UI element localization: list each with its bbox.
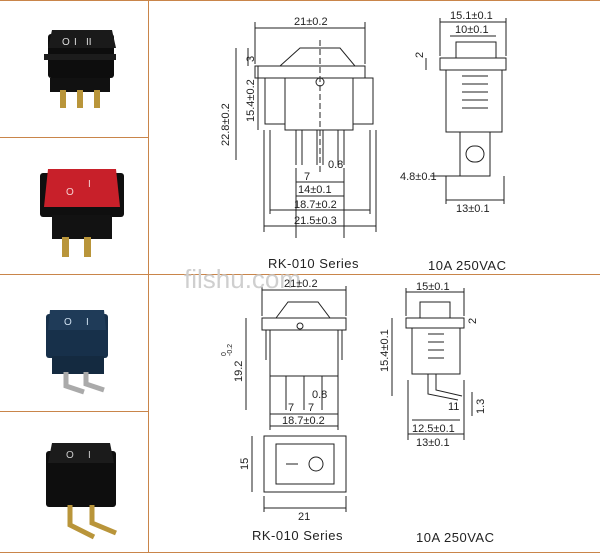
photo-navy-switch: O I [46,310,108,395]
dim-bottom-side-base: 13±0.1 [416,437,450,449]
series-label-top: RK-010 Series [268,256,359,271]
svg-text:I: I [86,317,89,328]
dim-top-side-top: 15.1±0.1 [450,10,493,22]
watermark-text: filshu.com [184,264,301,294]
dim-bottom-front-pitch-a: 7 [288,402,294,414]
dim-bottom-side-inner: 12.5±0.1 [412,423,455,435]
dim-bottom-side-body: 15.4±0.1 [379,329,391,372]
dim-bottom-side-pin-len: 11 [448,401,459,413]
dim-bottom-side-flange: 2 [467,318,479,324]
row-divider [0,411,148,412]
dim-top-front-base-inner: 18.7±0.2 [294,199,337,211]
technical-drawing: filshu.com 21±0.2 22.8±0.2 15.4±0.2 3 7 … [184,10,507,545]
series-label-bottom: RK-010 Series [252,528,343,543]
dim-top-front-width: 21±0.2 [294,16,328,28]
dim-top-side-flange: 2 [414,52,426,58]
dim-top-side-base: 13±0.1 [456,203,490,215]
row-divider [0,274,600,275]
photo-red-switch: O I [40,169,124,257]
dim-bottom-front-tol-top: 0 [221,352,228,356]
dim-bottom-front-tol-bottom: -0.2 [227,344,234,356]
svg-text:O: O [64,317,72,328]
dim-top-front-height-total: 22.8±0.2 [220,103,232,146]
dim-bottom-front-pitch-b: 7 [308,402,314,414]
dim-bottom-front-base: 18.7±0.2 [282,415,325,427]
dim-bottom-side-pin-thick: 1.3 [475,399,487,414]
column-divider [148,0,149,553]
rating-label-bottom: 10A 250VAC [416,530,494,545]
dim-top-front-pin-thick: 0.8 [328,159,343,171]
dim-top-front-height-body: 15.4±0.2 [245,79,257,122]
dim-bottom-front-width: 21±0.2 [284,278,318,290]
dim-cutout-height: 15 [239,458,251,470]
dim-bottom-side-top: 15±0.1 [416,281,450,293]
svg-text:O: O [66,450,74,461]
photo-black-switch: O I II [44,30,116,108]
rating-label-top: 10A 250VAC [428,258,506,273]
svg-text:II: II [86,37,92,48]
dim-top-front-rocker: 3 [245,56,257,62]
dim-top-side-inner: 10±0.1 [455,24,489,36]
svg-text:O: O [62,37,70,48]
dim-top-front-pin-span: 14±0.1 [298,184,332,196]
dim-bottom-front-height: 19.2 [233,361,245,382]
dim-top-front-base-outer: 21.5±0.3 [294,215,337,227]
svg-text:I: I [88,179,91,190]
dim-bottom-front-pin-thick: 0.8 [312,389,327,401]
dim-top-side-pin: 4.8±0.1 [400,171,437,183]
dim-top-front-pitch: 7 [304,171,310,183]
svg-text:I: I [74,37,77,48]
row-divider [0,137,148,138]
svg-text:I: I [88,450,91,461]
photo-black-switch-side: O I [46,443,117,540]
dim-cutout-width: 21 [298,511,310,523]
svg-text:O: O [66,187,74,198]
row-divider [0,0,600,1]
